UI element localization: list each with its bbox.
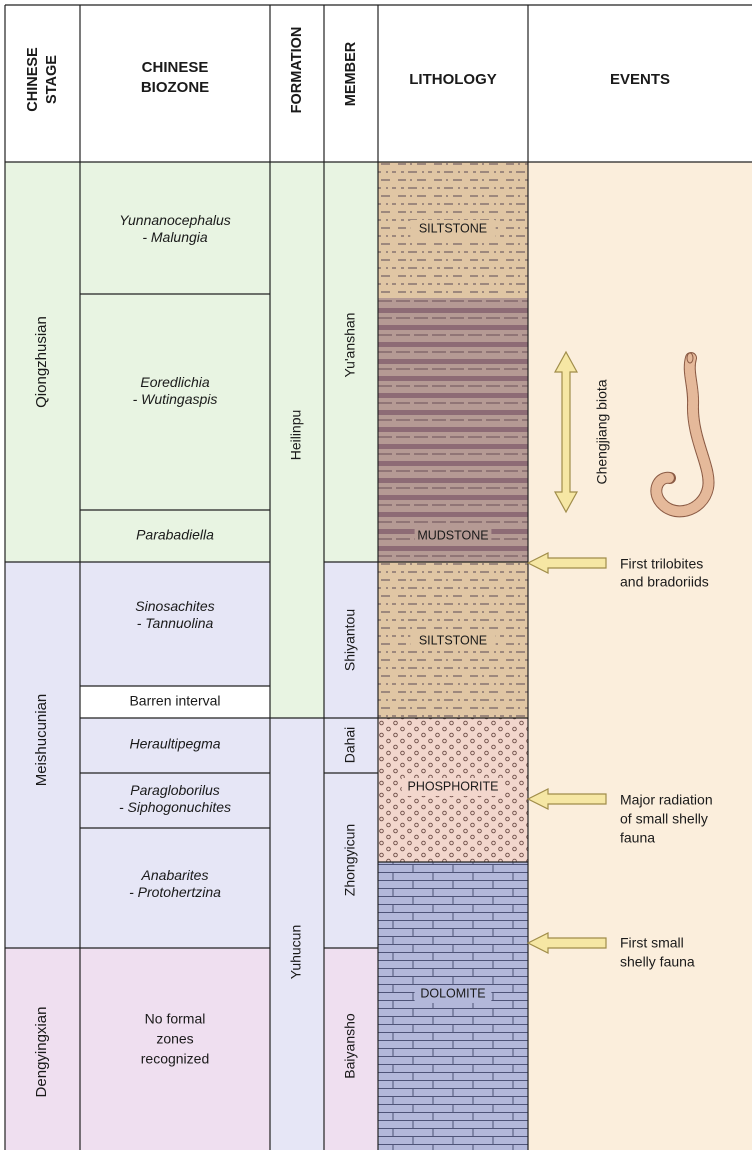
event-label: Major radiation xyxy=(620,792,713,808)
lithology-label: SILTSTONE xyxy=(419,221,487,235)
biozone-label-line: - Tannuolina xyxy=(137,615,214,631)
event-label: fauna xyxy=(620,830,655,846)
event-label: and bradoriids xyxy=(620,574,709,590)
lithology-unit-mudstone xyxy=(378,298,528,562)
stage-label: Dengyingxian xyxy=(33,1007,50,1098)
biozone-label-line: - Protohertzina xyxy=(129,884,221,900)
header-events: EVENTS xyxy=(610,71,670,88)
biozone-label-line: Barren interval xyxy=(129,693,220,709)
lithology-label: DOLOMITE xyxy=(420,986,485,1000)
header-stage: STAGE xyxy=(44,55,60,104)
event-label: First trilobites xyxy=(620,556,703,572)
formation-label: Heilinpu xyxy=(288,410,304,461)
biozone-label-line: zones xyxy=(156,1031,193,1047)
biozone-label-line: Sinosachites xyxy=(135,598,214,614)
biozone-label-line: - Siphogonuchites xyxy=(119,799,231,815)
biozone-label-line: Anabarites xyxy=(141,867,209,883)
biozone-label-line: - Wutingaspis xyxy=(133,391,218,407)
biozone-label-line: Paragloborilus xyxy=(130,782,220,798)
biozone-label-line: recognized xyxy=(141,1051,210,1067)
lithology-label: MUDSTONE xyxy=(417,528,488,542)
member-label: Baiyansho xyxy=(342,1013,358,1079)
header-stage: CHINESE xyxy=(25,47,41,112)
member-label: Dahai xyxy=(342,727,358,764)
event-label: First small xyxy=(620,935,684,951)
lithology-unit-dolomite xyxy=(378,862,528,1150)
header-formation: FORMATION xyxy=(289,27,305,114)
biozone-label-line: - Malungia xyxy=(142,229,208,245)
biozone-label-line: No formal xyxy=(145,1011,206,1027)
member-label: Yu'anshan xyxy=(342,313,358,378)
events-background xyxy=(528,162,752,1150)
biozone-label-line: Parabadiella xyxy=(136,527,214,543)
header-biozone: BIOZONE xyxy=(141,79,209,96)
member-label: Zhongyicun xyxy=(342,824,358,896)
chengjiang-label: Chengjiang biota xyxy=(594,379,610,484)
event-label: shelly fauna xyxy=(620,954,695,970)
lithology-label: SILTSTONE xyxy=(419,633,487,647)
stage-label: Qiongzhusian xyxy=(33,316,50,408)
header-biozone: CHINESE xyxy=(142,59,209,76)
member-label: Shiyantou xyxy=(342,609,358,671)
formation-label: Yuhucun xyxy=(288,925,304,980)
biozone-label-line: Eoredlichia xyxy=(140,374,209,390)
biozone-label-line: Yunnanocephalus xyxy=(119,212,231,228)
biozone-label-line: Heraultipegma xyxy=(129,736,220,752)
event-label: of small shelly xyxy=(620,811,708,827)
lithology-label: PHOSPHORITE xyxy=(408,779,499,793)
header-member: MEMBER xyxy=(343,41,359,106)
header-lithology: LITHOLOGY xyxy=(409,71,497,88)
worm-head xyxy=(687,353,693,363)
stage-label: Meishucunian xyxy=(33,694,50,787)
